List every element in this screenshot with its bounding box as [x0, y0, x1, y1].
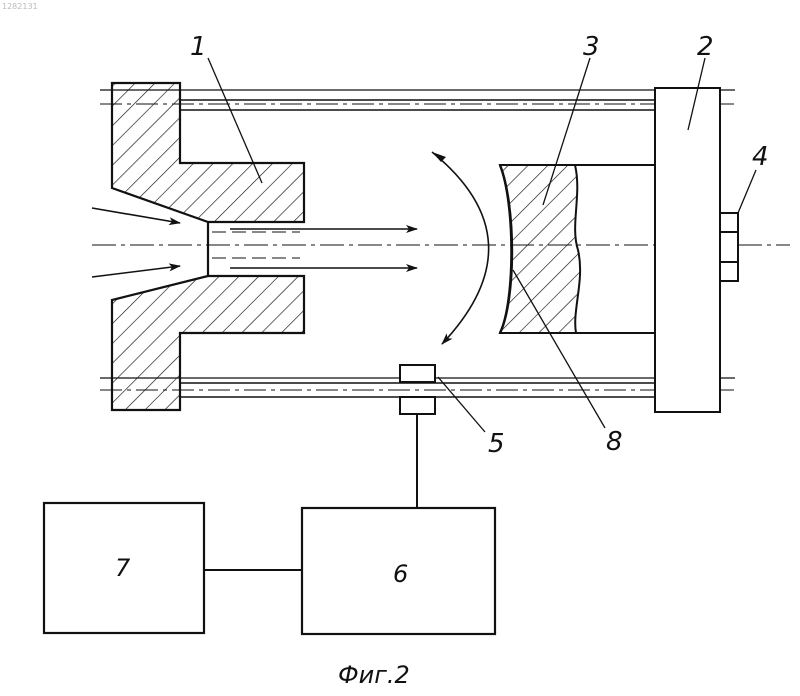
plate-2 — [655, 88, 720, 412]
label-4: 4 — [752, 142, 769, 172]
guide-rods — [100, 90, 735, 397]
label-3: 3 — [583, 32, 600, 62]
label-8: 8 — [606, 427, 623, 457]
nozzle-body-1 — [112, 83, 304, 410]
inlet-flow-arrows — [92, 208, 180, 277]
label-7: 7 — [115, 554, 131, 582]
label-5: 5 — [488, 429, 505, 459]
corner-code: 1282131 — [2, 2, 38, 11]
jet-flow-arrows — [230, 229, 417, 268]
figure-caption: Фиг.2 — [338, 661, 410, 689]
nut-4 — [720, 213, 738, 281]
label-6: 6 — [393, 560, 408, 588]
label-1: 1 — [190, 32, 207, 62]
reflected-flow-arc — [432, 152, 489, 344]
specimen-holder — [575, 165, 655, 333]
reflected-flow-arc-top-head — [432, 152, 446, 162]
label-2: 2 — [697, 32, 714, 62]
